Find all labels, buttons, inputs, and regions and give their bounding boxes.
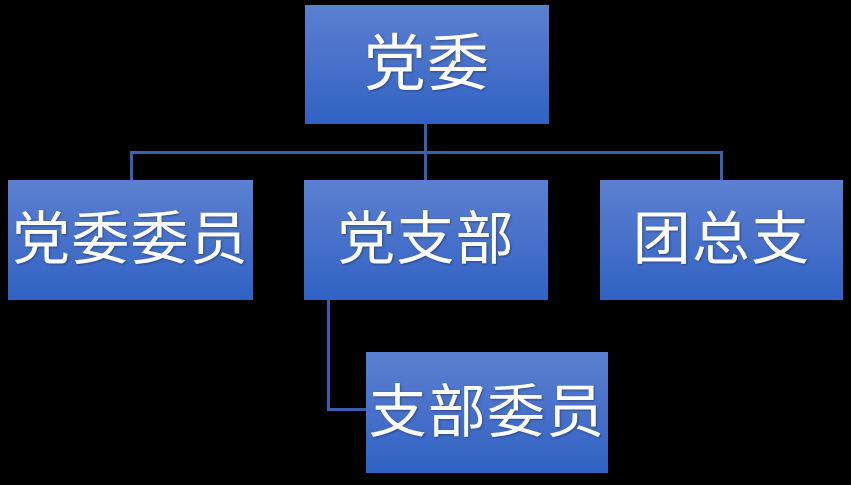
connector-elbow-horizontal-branch-committee-member xyxy=(327,408,369,411)
connector-elbow-vertical-branch-committee-member xyxy=(327,300,330,411)
connector-root-stem xyxy=(424,124,427,154)
node-branch-committee-member[interactable]: 支部委员 xyxy=(366,352,608,473)
connector-drop-party-committee-member xyxy=(130,151,133,181)
node-party-committee-member[interactable]: 党委委员 xyxy=(8,180,253,300)
node-party-branch[interactable]: 党支部 xyxy=(304,180,548,300)
connector-drop-party-branch xyxy=(424,151,427,181)
connector-drop-youth-league-branch xyxy=(720,151,723,181)
node-party-committee[interactable]: 党委 xyxy=(305,5,549,124)
node-youth-league-branch[interactable]: 团总支 xyxy=(600,180,843,300)
